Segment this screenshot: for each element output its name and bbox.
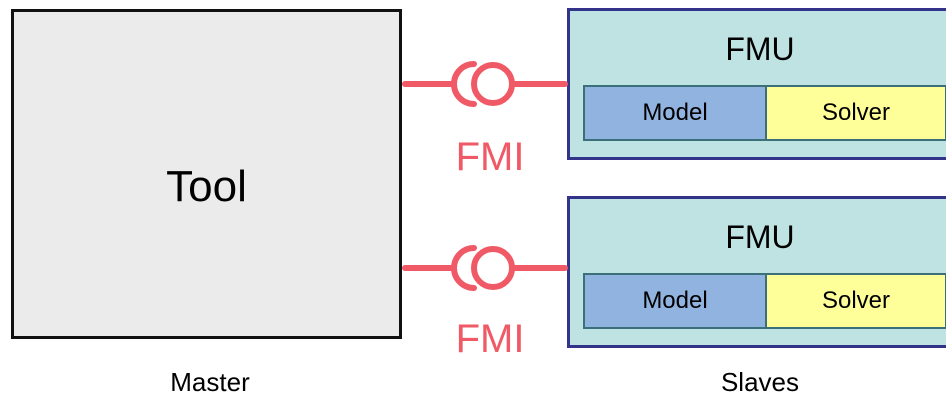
fmu-box-1: FMU Model Solver bbox=[567, 8, 946, 160]
tool-label: Tool bbox=[166, 162, 247, 211]
fmi-connector-1 bbox=[402, 61, 568, 107]
fmi-connector-2 bbox=[402, 245, 568, 291]
ball-icon bbox=[471, 246, 515, 290]
fmu-title: FMU bbox=[725, 219, 795, 255]
master-tool-box: Tool bbox=[11, 9, 402, 339]
master-caption: Master bbox=[170, 367, 250, 397]
model-block: Model bbox=[585, 87, 767, 139]
ball-icon bbox=[471, 62, 515, 106]
slaves-caption: Slaves bbox=[720, 367, 800, 397]
fmu-box-2: FMU Model Solver bbox=[567, 196, 946, 348]
fmi-label: FMI bbox=[455, 317, 525, 361]
fmi-label: FMI bbox=[455, 135, 525, 179]
socket-arc-icon bbox=[451, 61, 477, 107]
fmu-title: FMU bbox=[725, 31, 795, 67]
fmu-components: Model Solver bbox=[583, 273, 946, 329]
socket-arc-icon bbox=[451, 245, 477, 291]
fmu-components: Model Solver bbox=[583, 85, 946, 141]
solver-block: Solver bbox=[767, 87, 945, 139]
solver-block: Solver bbox=[767, 275, 945, 327]
model-block: Model bbox=[585, 275, 767, 327]
